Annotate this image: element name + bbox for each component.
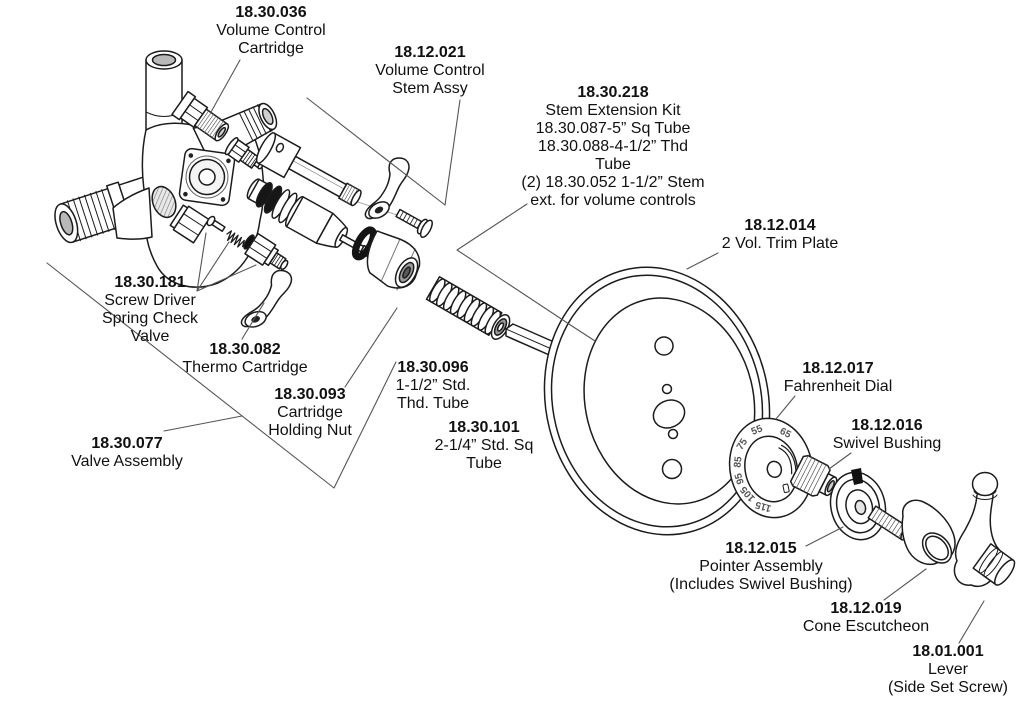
holding-nut-drawing: [351, 226, 421, 291]
fahrenheit-dial-drawing: 55 65 75 85 95 105 115: [728, 417, 814, 519]
svg-text:115: 115: [754, 498, 773, 513]
thermo-cartridge-drawing: [246, 178, 372, 258]
valve-assembly-drawing: [54, 50, 293, 328]
vc-stem-assy-drawing: [255, 132, 433, 239]
cone-escutcheon-drawing: [901, 499, 956, 566]
thd-tube-drawing: [425, 275, 511, 340]
trim-plate-drawing: [543, 266, 771, 536]
leader-lines: [46, 59, 985, 644]
spring-check-valve-drawing: [169, 204, 293, 328]
svg-text:65: 65: [778, 426, 793, 441]
svg-text:55: 55: [750, 423, 765, 438]
volume-control-cartridge-drawing: [171, 90, 230, 142]
svg-text:85: 85: [732, 456, 744, 469]
pointer-assembly-drawing: [829, 468, 911, 541]
swivel-bushing-drawing: [789, 454, 838, 497]
lever-drawing: [953, 471, 1016, 587]
svg-text:95: 95: [733, 471, 747, 485]
pointer-mark: [851, 468, 863, 485]
